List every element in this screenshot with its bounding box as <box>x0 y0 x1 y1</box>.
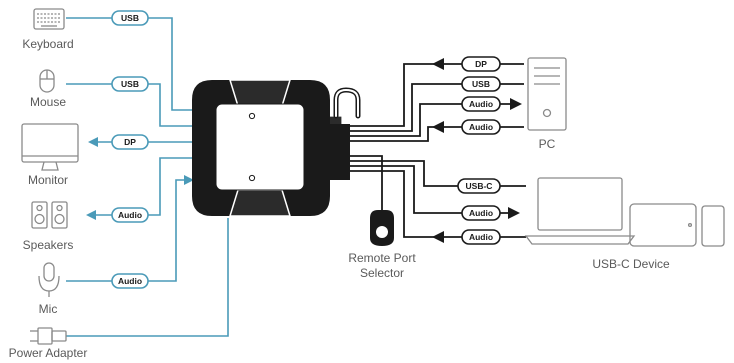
usbc-audio-out-arrow-icon <box>508 207 520 219</box>
remote-port-selector-icon <box>370 210 394 246</box>
selector-label-line1: Remote Port <box>348 251 416 265</box>
kvm-switch <box>192 79 343 217</box>
phone-icon <box>701 205 725 247</box>
keyboard-label: Keyboard <box>22 37 73 51</box>
pill-pc-usb: USB <box>461 76 501 92</box>
pill-keyboard-usb: USB <box>111 10 149 26</box>
pc-audio-in-arrow-icon <box>432 121 444 133</box>
monitor-icon <box>21 123 79 171</box>
usbc-audio-in-arrow-icon <box>432 231 444 243</box>
pc-dp-arrow-icon <box>432 58 444 70</box>
pill-mic-audio: Audio <box>111 273 149 289</box>
mouse-icon <box>39 69 55 93</box>
pill-usbc-audio-out: Audio <box>461 205 501 221</box>
right-connector-pills: DP USB Audio Audio USB-C Audio Audio <box>457 56 501 245</box>
svg-text:USB: USB <box>121 79 139 89</box>
svg-text:USB: USB <box>121 13 139 23</box>
mic-arrow-icon <box>184 175 194 185</box>
selector-cable <box>350 155 383 212</box>
power-adapter-icon <box>30 327 67 345</box>
mic-label: Mic <box>39 302 58 316</box>
right-devices <box>524 57 725 247</box>
svg-text:Audio: Audio <box>469 208 493 218</box>
pill-pc-audio-out: Audio <box>461 96 501 112</box>
hook-cable <box>333 87 361 119</box>
power-cable <box>66 218 229 337</box>
mouse-label: Mouse <box>30 95 66 109</box>
svg-text:Audio: Audio <box>469 232 493 242</box>
svg-text:USB: USB <box>472 79 490 89</box>
monitor-arrow-icon <box>88 137 98 147</box>
pc-dp-cable <box>350 63 524 127</box>
speakers-cable <box>96 157 196 216</box>
speakers-arrow-icon <box>86 210 96 220</box>
svg-text:DP: DP <box>475 59 487 69</box>
pill-pc-dp: DP <box>461 56 501 72</box>
mic-cable <box>66 179 186 282</box>
speakers-label: Speakers <box>23 238 74 252</box>
svg-text:Audio: Audio <box>118 210 142 220</box>
svg-text:Audio: Audio <box>118 276 142 286</box>
pc-label: PC <box>539 137 556 151</box>
svg-text:Audio: Audio <box>469 99 493 109</box>
left-devices <box>21 8 79 345</box>
pill-usbc-audio-in: Audio <box>461 229 501 245</box>
keyboard-icon <box>33 8 65 30</box>
selector-label-line2: Selector <box>360 266 404 280</box>
pill-speakers-audio: Audio <box>111 207 149 223</box>
svg-text:DP: DP <box>124 137 136 147</box>
keyboard-cable <box>66 17 196 111</box>
pill-pc-audio-in: Audio <box>461 119 501 135</box>
monitor-label: Monitor <box>28 173 68 187</box>
left-connector-pills: USB USB DP Audio Audio <box>111 10 149 289</box>
svg-text:USB-C: USB-C <box>466 181 493 191</box>
power-adapter-label: Power Adapter <box>9 346 88 360</box>
usbc-device-label: USB-C Device <box>592 257 670 271</box>
laptop-icon <box>524 177 636 245</box>
cable-bundle-connector <box>328 124 350 180</box>
tablet-icon <box>629 203 697 247</box>
pill-monitor-dp: DP <box>111 134 149 150</box>
pc-tower-icon <box>527 57 567 131</box>
pc-audio-out-arrow-icon <box>510 98 522 110</box>
left-device-labels: Keyboard Mouse Monitor Speakers Mic Powe… <box>9 37 88 360</box>
speakers-icon <box>31 201 68 229</box>
svg-text:Audio: Audio <box>469 122 493 132</box>
pill-usbc: USB-C <box>457 178 501 194</box>
pill-mouse-usb: USB <box>111 76 149 92</box>
microphone-icon <box>38 262 60 297</box>
